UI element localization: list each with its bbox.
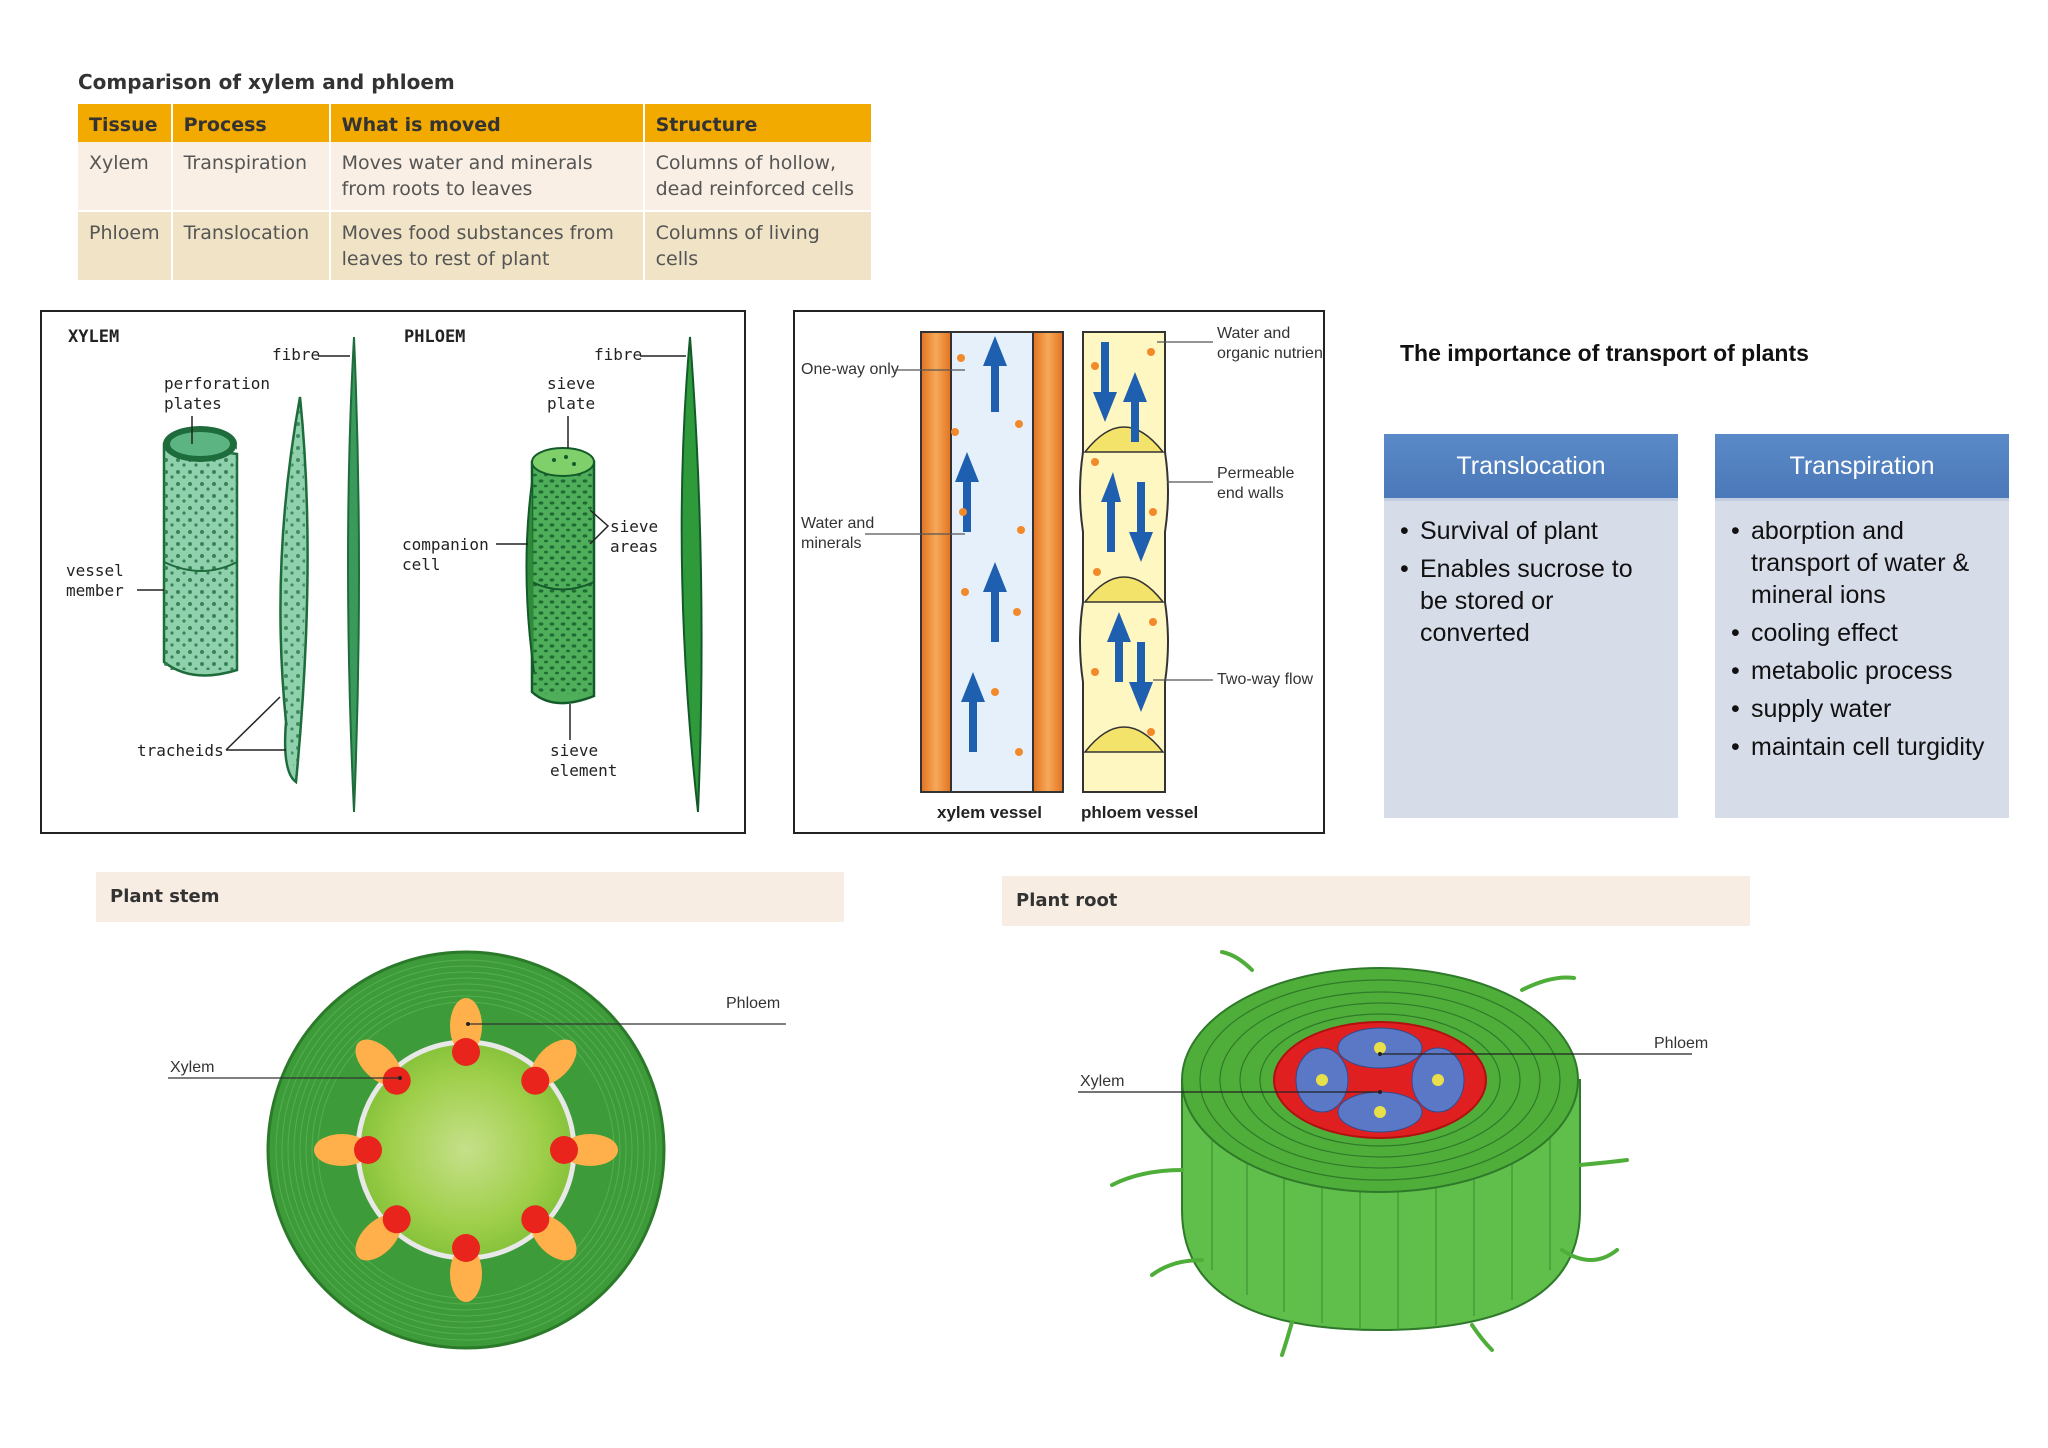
cell: Xylem	[78, 142, 173, 211]
xylem-vessel-illustration	[920, 331, 1064, 793]
sieve-plate-label-2: plate	[547, 394, 595, 413]
cell: Transpiration	[171, 142, 331, 211]
root-diagram: Phloem Xylem	[1078, 950, 1708, 1357]
list-item: Survival of plant	[1400, 515, 1664, 547]
table-header-row: Tissue Process What is moved Structure	[78, 104, 874, 142]
cells-diagram: XYLEM PHLOEM fibre perforation plates ve…	[40, 310, 746, 834]
cells-illustration: XYLEM PHLOEM fibre perforation plates ve…	[66, 327, 703, 813]
tracheids-label: tracheids	[137, 741, 224, 760]
list-item: metabolic process	[1731, 655, 1995, 687]
water-minerals-label: Water and	[801, 515, 874, 532]
vessels-illustration: One-way only Water and minerals Water an…	[801, 325, 1335, 822]
companion-cell-label-2: cell	[402, 555, 441, 574]
comparison-table: Tissue Process What is moved Structure X…	[78, 104, 874, 280]
phloem-heading: PHLOEM	[404, 327, 465, 347]
sieve-areas-label-2: areas	[610, 537, 658, 556]
importance-title: The importance of transport of plants	[1400, 340, 1809, 366]
xylem-heading: XYLEM	[68, 327, 119, 347]
xylem-fibre-illustration	[347, 336, 360, 813]
phloem-vessel-illustration	[1079, 331, 1169, 793]
transpiration-heading: Transpiration	[1715, 434, 2009, 501]
vessel-member-illustration	[162, 426, 239, 677]
two-way-label: Two-way flow	[1217, 671, 1313, 688]
permeable-label-2: end walls	[1217, 485, 1284, 502]
xylem-vessel-label: xylem vessel	[937, 803, 1042, 822]
perforation-plates-label-2: plates	[164, 394, 222, 413]
cell: Moves water and minerals from roots to l…	[329, 142, 645, 211]
list-item: supply water	[1731, 693, 1995, 725]
cell: Translocation	[171, 210, 331, 280]
sieve-element-label: sieve	[550, 741, 598, 760]
header-structure: Structure	[643, 104, 874, 142]
vascular-bundles	[314, 998, 618, 1302]
perforation-plates-label: perforation	[164, 374, 270, 393]
list-item: aborption and transport of water & miner…	[1731, 515, 1995, 611]
water-organic-label-2: organic nutrients	[1217, 345, 1323, 362]
sieve-plate-label: sieve	[547, 374, 595, 393]
cell: Phloem	[78, 210, 173, 280]
vessels-diagram: One-way only Water and minerals Water an…	[793, 310, 1335, 834]
one-way-label: One-way only	[801, 361, 899, 378]
water-organic-label: Water and	[1217, 325, 1290, 342]
sieve-tube-illustration	[525, 447, 596, 705]
stem-diagram: Phloem Xylem	[168, 950, 786, 1350]
root-xylem-label: Xylem	[1080, 1073, 1124, 1090]
header-process: Process	[171, 104, 331, 142]
stem-phloem-label: Phloem	[726, 995, 780, 1012]
root-heading: Plant root	[1002, 876, 1750, 926]
list-item: Enables sucrose to be stored or converte…	[1400, 553, 1664, 649]
sieve-element-label-2: element	[550, 761, 617, 780]
vessel-member-label-2: member	[66, 581, 124, 600]
permeable-label: Permeable	[1217, 465, 1294, 482]
cell: Moves food substances from leaves to res…	[329, 210, 645, 280]
list-item: maintain cell turgidity	[1731, 731, 1995, 763]
phloem-fibre-illustration	[680, 336, 703, 813]
translocation-card: Translocation Survival of plant Enables …	[1384, 434, 1678, 818]
stem-heading: Plant stem	[96, 872, 844, 922]
vessel-member-label: vessel	[66, 561, 124, 580]
phloem-vessel-label: phloem vessel	[1081, 803, 1198, 822]
transpiration-card: Transpiration aborption and transport of…	[1715, 434, 2009, 818]
root-phloem-label: Phloem	[1654, 1035, 1708, 1052]
table-row: Xylem Transpiration Moves water and mine…	[78, 142, 874, 211]
translocation-heading: Translocation	[1384, 434, 1678, 501]
table-row: Phloem Translocation Moves food substanc…	[78, 210, 874, 280]
transpiration-list: aborption and transport of water & miner…	[1715, 515, 2009, 763]
header-tissue: Tissue	[78, 104, 173, 142]
comparison-title: Comparison of xylem and phloem	[78, 70, 455, 94]
header-what-moved: What is moved	[329, 104, 645, 142]
cell: Columns of living cells	[643, 210, 874, 280]
companion-cell-label: companion	[402, 535, 489, 554]
sieve-areas-label: sieve	[610, 517, 658, 536]
fibre-left-label: fibre	[272, 345, 320, 364]
stem-xylem-label: Xylem	[170, 1059, 214, 1076]
translocation-list: Survival of plant Enables sucrose to be …	[1384, 515, 1678, 649]
cell: Columns of hollow, dead reinforced cells	[643, 142, 874, 211]
water-minerals-label-2: minerals	[801, 535, 861, 552]
fibre-right-label: fibre	[594, 345, 642, 364]
list-item: cooling effect	[1731, 617, 1995, 649]
